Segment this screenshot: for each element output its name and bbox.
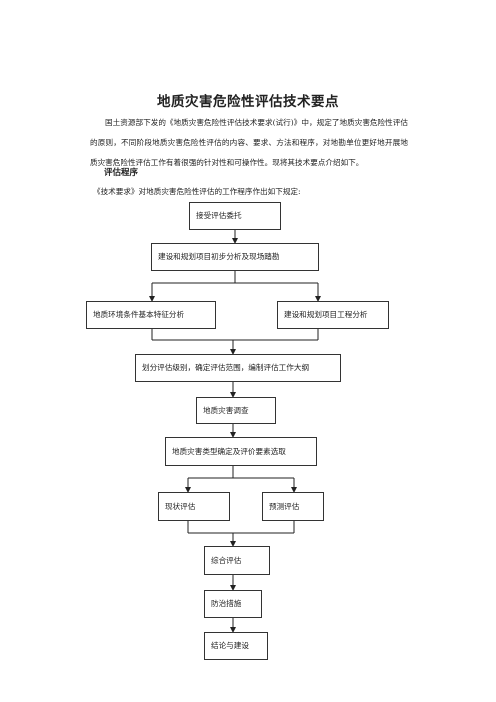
intro-paragraph: 国土资源部下发的《地质灾害危险性评估技术要求(试行)》中，规定了地质灾害危险性评… bbox=[90, 118, 408, 167]
flow-step-geo-environment-analysis: 地质环境条件基本特征分析 bbox=[86, 301, 216, 329]
flow-step-conclusion: 结论与建设 bbox=[204, 632, 268, 660]
flow-step-project-engineering-analysis: 建设和规划项目工程分析 bbox=[277, 301, 389, 329]
flow-step-predictive-assessment: 预测评估 bbox=[262, 492, 324, 521]
flow-step-comprehensive-assessment: 综合评估 bbox=[204, 546, 270, 575]
flow-step-accept-commission: 接受评估委托 bbox=[189, 202, 281, 230]
flow-step-grading-scope-outline: 划分评估级别，确定评估范围，编制评估工作大纲 bbox=[135, 354, 341, 382]
section-heading: 评估程序 bbox=[104, 168, 139, 178]
flow-step-current-assessment: 现状评估 bbox=[158, 492, 230, 521]
flow-step-hazard-survey: 地质灾害调查 bbox=[196, 397, 276, 424]
flow-step-preliminary-analysis: 建设和规划项目初步分析及现场踏勘 bbox=[151, 243, 319, 271]
document-title: 地质灾害危险性评估技术要点 bbox=[157, 94, 339, 110]
flowchart-intro: 《技术要求》对地质灾害危险性评估的工作程序作出如下规定: bbox=[93, 187, 301, 196]
flow-step-prevention-measures: 防治措施 bbox=[204, 590, 262, 618]
flow-step-hazard-type-elements: 地质灾害类型确定及评价要素选取 bbox=[165, 437, 317, 466]
